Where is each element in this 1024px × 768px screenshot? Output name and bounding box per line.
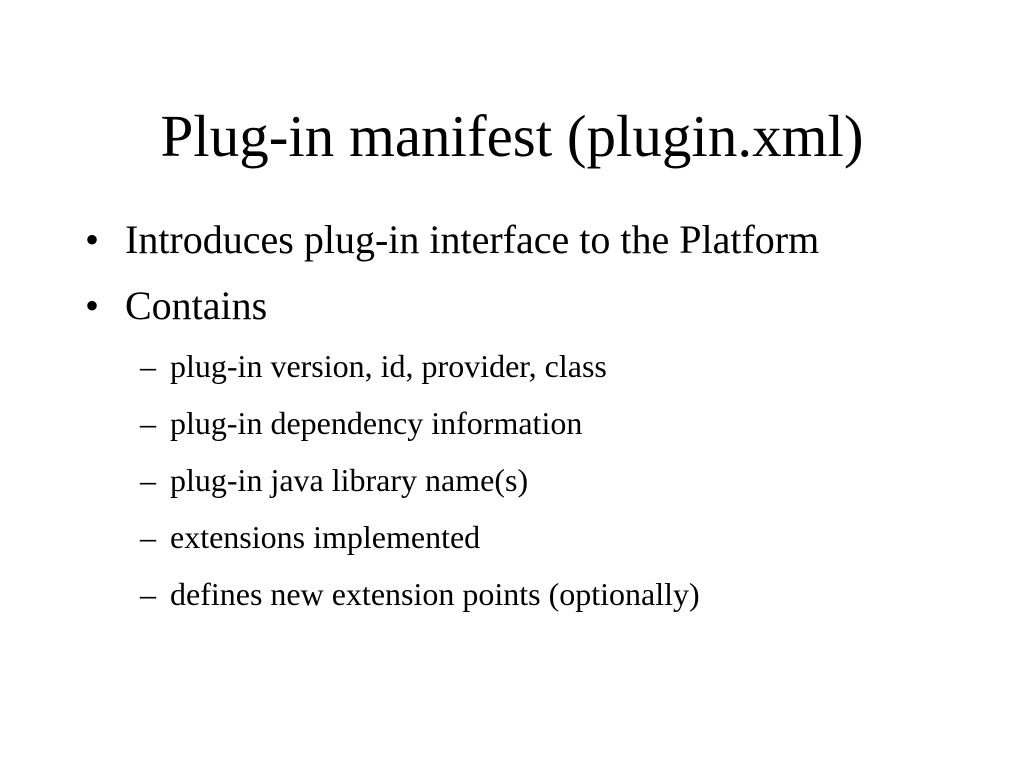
bullet-text: Contains — [125, 283, 268, 328]
bullet-marker: • — [85, 217, 100, 262]
sub-bullet-text: plug-in dependency information — [170, 405, 583, 441]
sub-bullet-marker: – — [140, 576, 156, 612]
sub-bullet-text: plug-in java library name(s) — [170, 462, 529, 498]
sub-bullet-marker: – — [140, 462, 156, 498]
bullet-marker: • — [85, 283, 100, 328]
sub-bullet-text: extensions implemented — [170, 519, 481, 555]
sub-bullet-marker: – — [140, 405, 156, 441]
sub-bullet-text: defines new extension points (optionally… — [170, 576, 700, 612]
bullet-text: Introduces plug-in interface to the Plat… — [125, 217, 820, 262]
slide-title: Plug-in manifest (plugin.xml) — [160, 103, 864, 169]
sub-bullet-marker: – — [140, 519, 156, 555]
sub-bullet-marker: – — [140, 348, 156, 384]
sub-bullet-text: plug-in version, id, provider, class — [170, 348, 607, 384]
